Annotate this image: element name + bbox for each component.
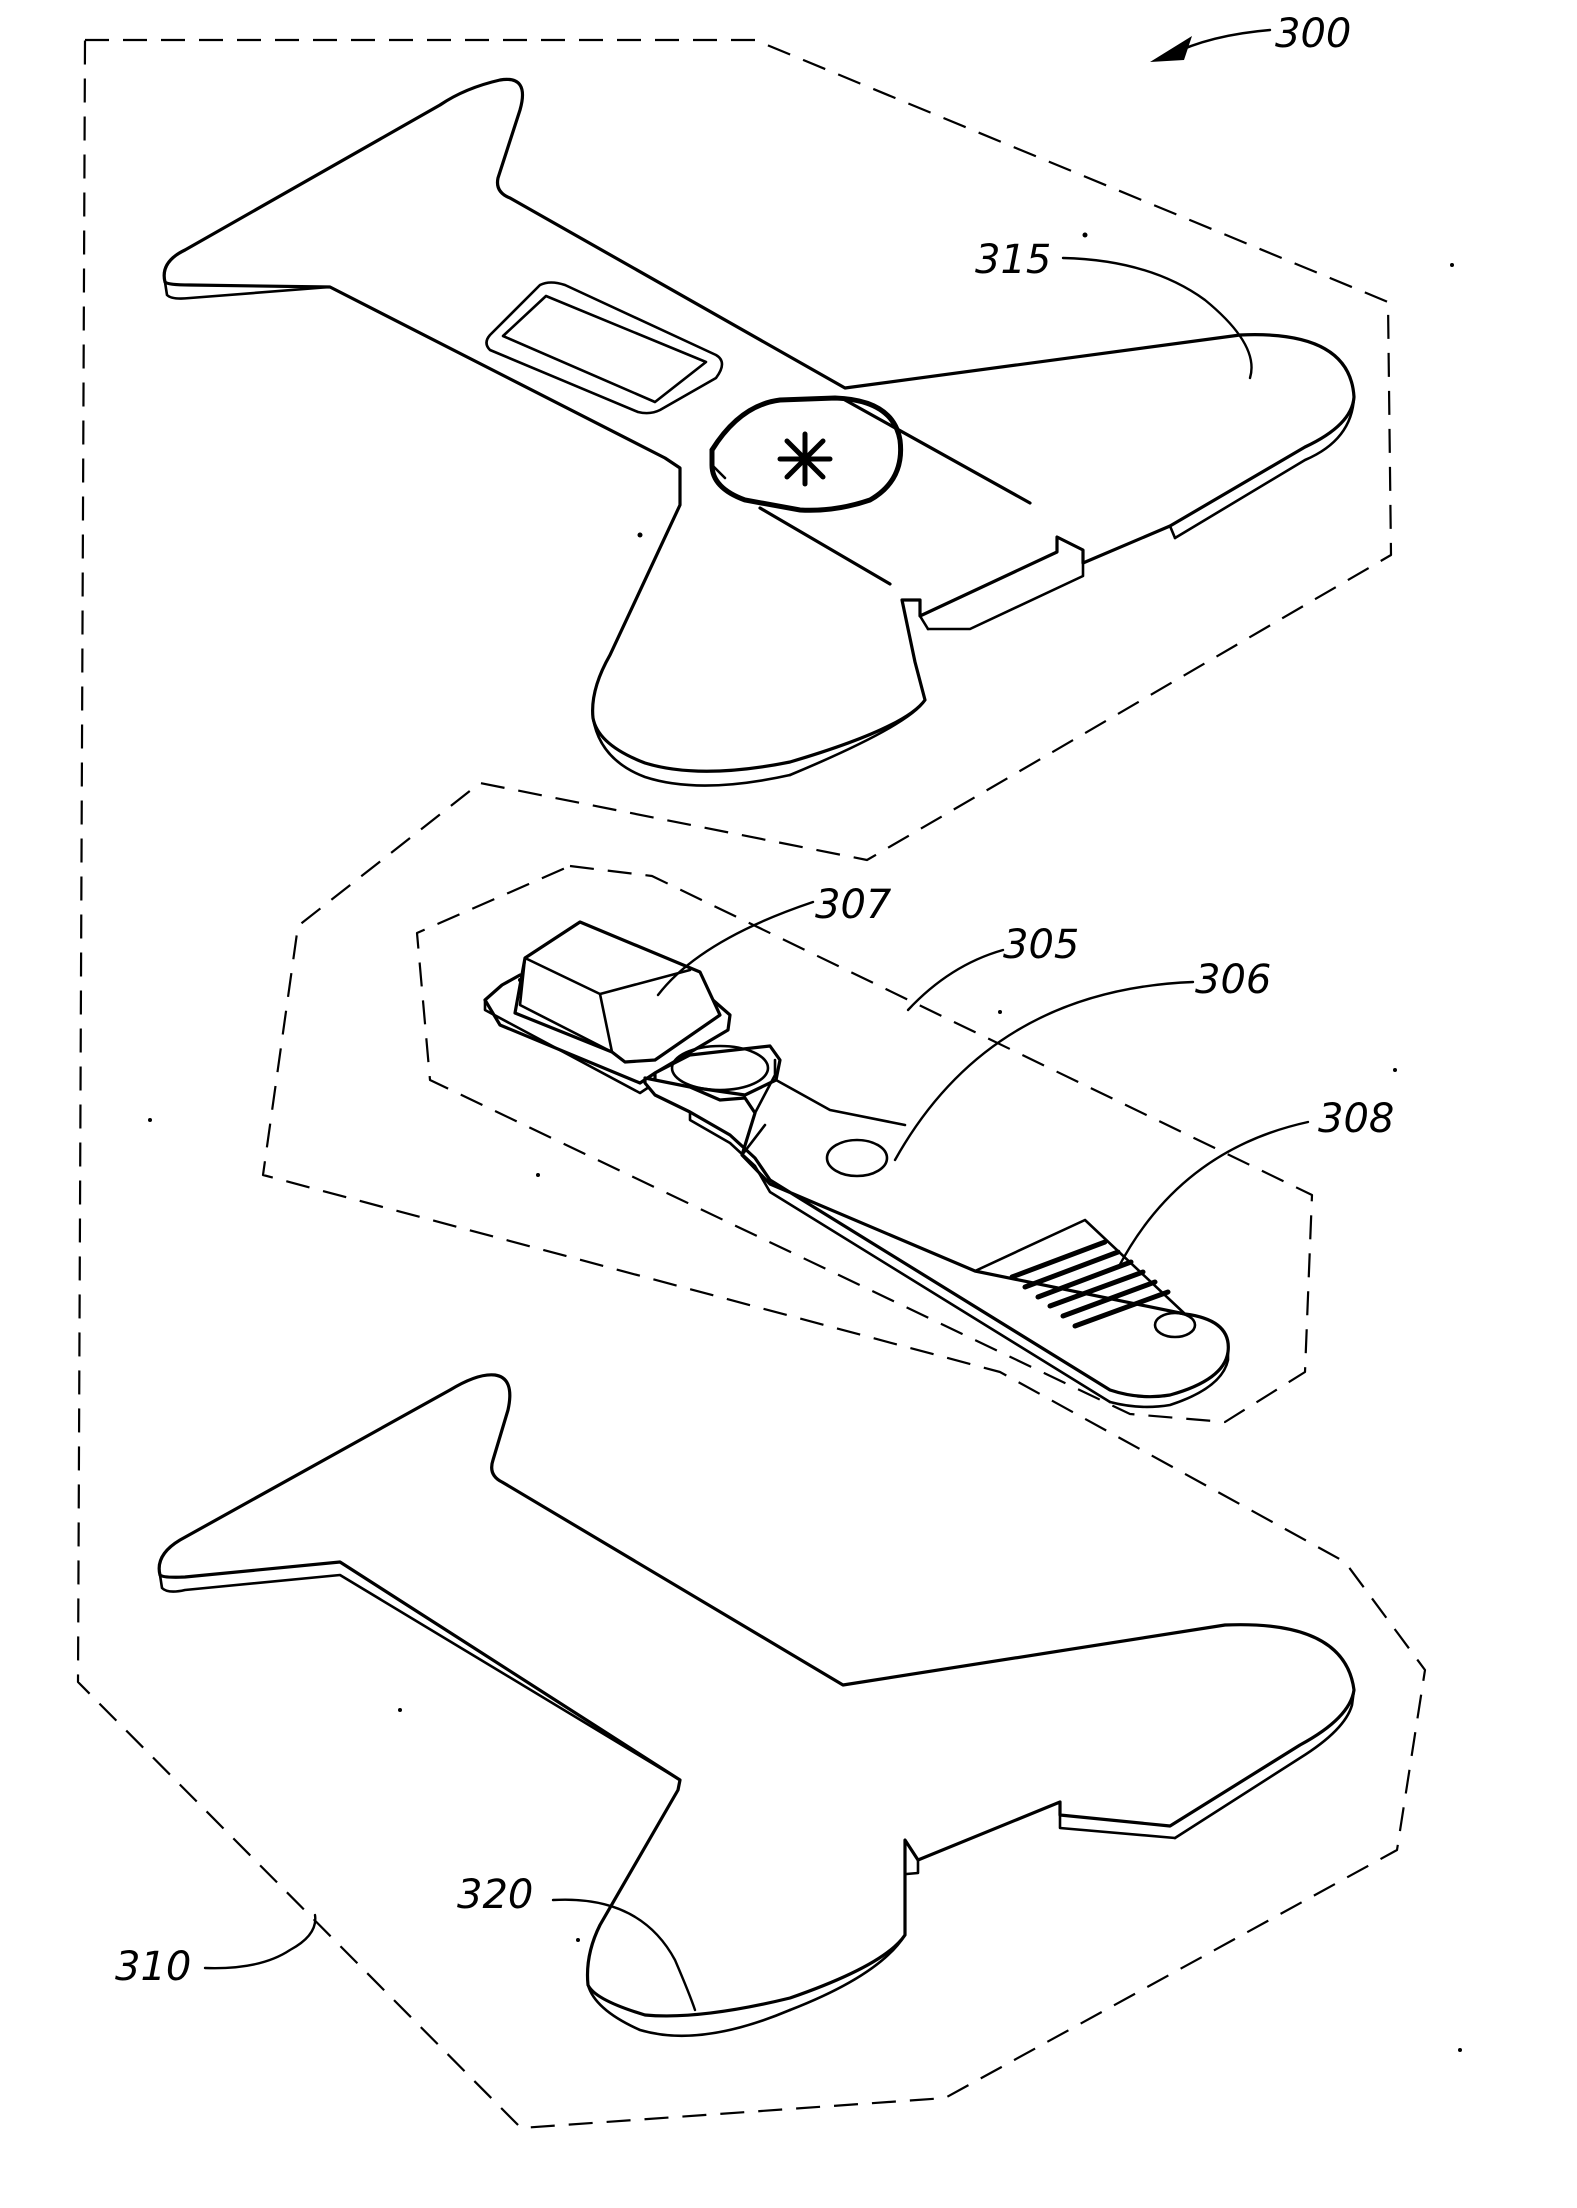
sensing-region bbox=[827, 1140, 887, 1176]
asterisk-icon bbox=[780, 434, 830, 484]
label-sensor-assembly: 305 bbox=[1003, 922, 1079, 968]
label-base-layer: 320 bbox=[457, 1872, 533, 1918]
label-outer-boundary: 310 bbox=[115, 1944, 191, 1990]
arrow-icon bbox=[1150, 36, 1192, 62]
cover-layer-outline bbox=[164, 79, 1354, 771]
cover-layer bbox=[164, 79, 1354, 785]
label-contacts: 308 bbox=[1318, 1096, 1394, 1142]
base-layer bbox=[159, 1375, 1354, 2036]
label-cover-layer: 315 bbox=[975, 237, 1051, 283]
sensor-strip-body bbox=[645, 1078, 1228, 1397]
label-sensor-housing: 307 bbox=[815, 882, 892, 928]
base-layer-outline bbox=[159, 1375, 1354, 2016]
label-assembly: 300 bbox=[1275, 11, 1351, 57]
label-sensing-region: 306 bbox=[1195, 957, 1271, 1003]
